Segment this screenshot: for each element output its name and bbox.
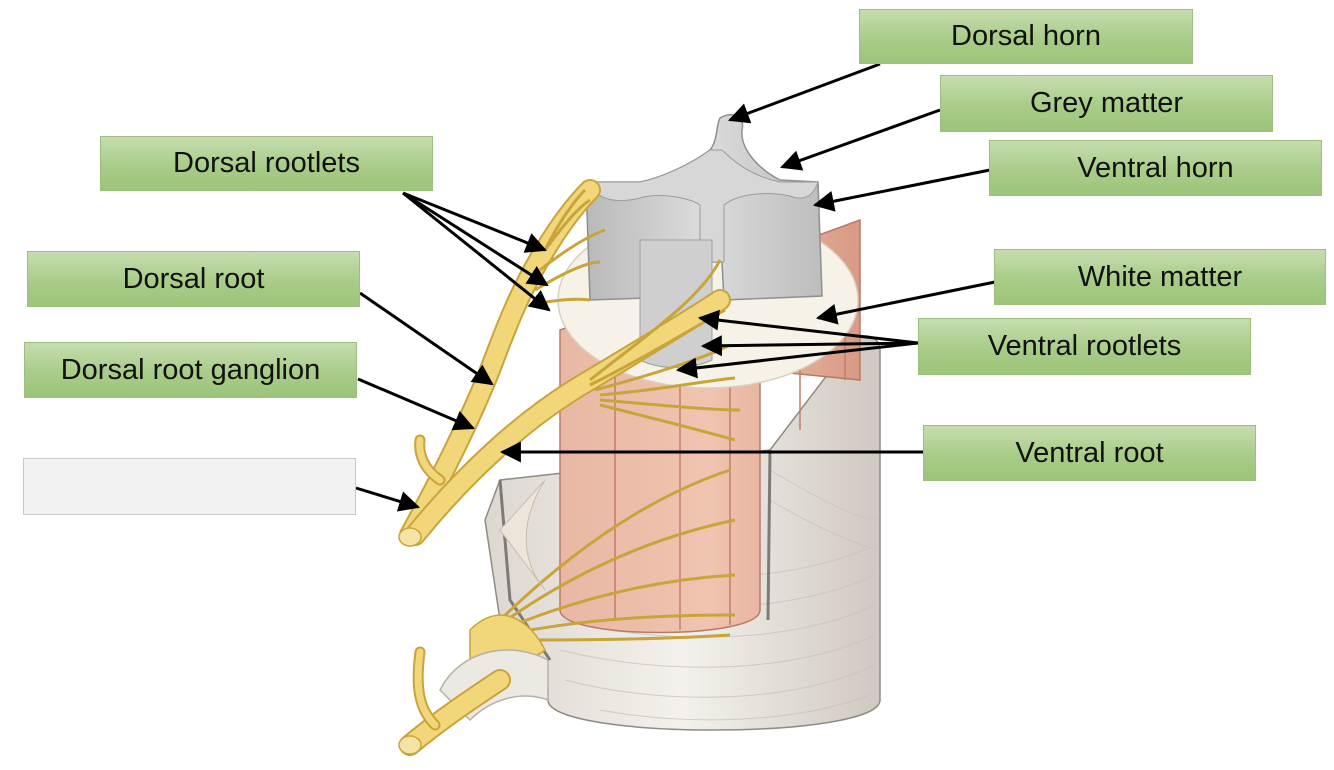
arrow-dorsal-root [359, 291, 494, 386]
spinal-cord-illustration [398, 114, 881, 756]
arrow-dorsal-rootlets-3 [402, 191, 551, 312]
dorsal-root-nerve [399, 179, 601, 546]
arrow-dorsal-horn [728, 62, 881, 124]
label-ventral-root: Ventral root [923, 425, 1256, 481]
arrow-ventral-rootlets-1 [697, 309, 919, 345]
arrow-blank-label [355, 486, 421, 512]
label-dorsal-horn: Dorsal horn [859, 9, 1193, 64]
label-ventral-rootlets: Ventral rootlets [918, 318, 1251, 375]
label-dorsal-root: Dorsal root [27, 251, 360, 307]
blank-answer-box[interactable] [23, 458, 356, 515]
label-ventral-horn: Ventral horn [989, 140, 1322, 196]
label-dorsal-root-ganglion: Dorsal root ganglion [24, 342, 357, 398]
lower-spinal-nerve [399, 646, 511, 756]
arrow-grey-matter [780, 108, 941, 171]
arrow-dorsal-root-ganglion [357, 377, 475, 431]
label-dorsal-rootlets: Dorsal rootlets [100, 136, 433, 191]
grey-matter-top [585, 149, 819, 263]
arrow-dorsal-rootlets-1 [402, 191, 547, 253]
arrow-ventral-horn [812, 168, 991, 212]
leader-arrows [355, 62, 996, 512]
arrow-white-matter [815, 280, 996, 325]
arrow-dorsal-rootlets-2 [402, 191, 549, 287]
label-white-matter: White matter [994, 249, 1326, 305]
label-grey-matter: Grey matter [940, 75, 1273, 132]
denticulate-ligament [499, 479, 546, 591]
arrow-ventral-rootlets-3 [675, 341, 919, 379]
upper-spinal-nerve-branch [414, 434, 446, 486]
arrow-ventral-rootlets-2 [700, 335, 919, 357]
ventral-root-nerve [404, 289, 731, 546]
